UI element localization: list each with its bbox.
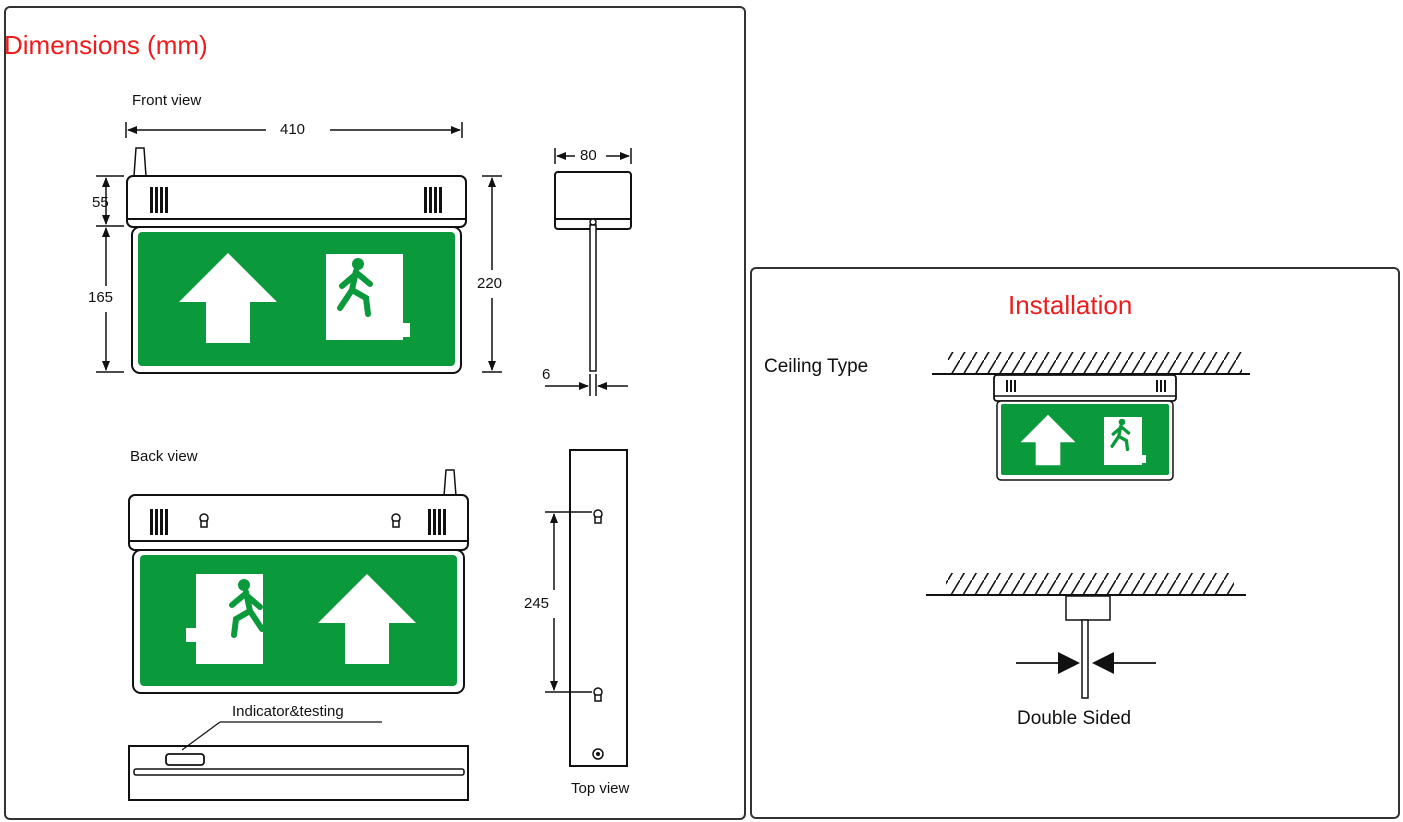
double-sided-label: Double Sided bbox=[1017, 708, 1132, 729]
hatched-ceiling-icon bbox=[948, 352, 1242, 373]
dim-rod-label: 6 bbox=[542, 366, 551, 383]
double-sided-drawing bbox=[926, 573, 1246, 699]
indicator-label: Indicator&testing bbox=[232, 703, 344, 720]
indicator-window bbox=[165, 753, 205, 766]
back-view-label: Back view bbox=[130, 448, 198, 465]
ceiling-type-label: Ceiling Type bbox=[764, 356, 869, 377]
ceiling-type-drawing bbox=[932, 352, 1250, 481]
dim-width-label: 410 bbox=[280, 121, 306, 138]
keyhole-icon bbox=[391, 513, 401, 528]
hatched-ceiling-icon bbox=[946, 573, 1234, 594]
back-view-drawing bbox=[128, 469, 469, 694]
keyhole-icon bbox=[593, 509, 603, 524]
top-view-label: Top view bbox=[571, 780, 630, 797]
keyhole-icon bbox=[593, 687, 603, 702]
keyhole-icon bbox=[199, 513, 209, 528]
front-view-label: Front view bbox=[132, 92, 202, 109]
dimensions-title: Dimensions (mm) bbox=[4, 30, 208, 60]
installation-title: Installation bbox=[1008, 290, 1133, 320]
dim-sign-height-label: 165 bbox=[88, 289, 114, 306]
front-view-drawing bbox=[126, 147, 467, 374]
dim-mount-spacing-label: 245 bbox=[524, 595, 550, 612]
top-view-drawing bbox=[569, 449, 628, 767]
bottom-view-drawing bbox=[128, 721, 469, 801]
dim-header-height-label: 55 bbox=[92, 194, 109, 211]
dim-depth-label: 80 bbox=[580, 147, 597, 164]
dim-total-height-label: 220 bbox=[477, 275, 503, 292]
side-view-drawing bbox=[554, 171, 632, 372]
